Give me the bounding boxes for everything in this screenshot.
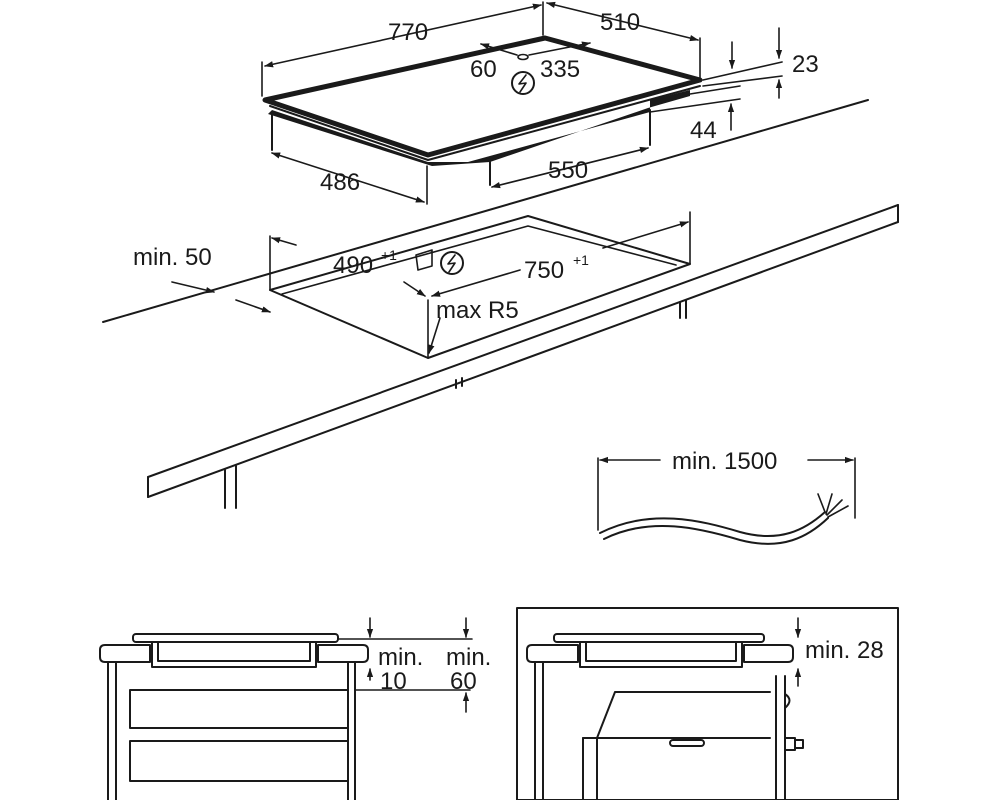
hob-height-dimension: [649, 85, 741, 131]
edge-distance-dimension: [171, 281, 271, 313]
hob-depth-label: 510: [600, 9, 640, 36]
worktop-drawing: [102, 99, 899, 509]
hob-height-label: 44: [690, 117, 717, 144]
section-oven-frame: [516, 607, 899, 800]
cutout-depth-label: 490: [333, 252, 373, 279]
worktop-cutout: [269, 215, 691, 359]
cable-offset-dimension: [480, 41, 591, 56]
cable-position-label: 335: [540, 56, 580, 83]
cable-offset-label: 60: [470, 56, 497, 83]
drawer-clearance-label: min.: [446, 644, 491, 671]
cutout-depth-dimension: [271, 237, 426, 297]
power-cable: [599, 511, 826, 537]
section-drawer-cabinet: [99, 617, 473, 800]
hob-depth-dimension: [546, 1, 701, 79]
power-cable-drawing: [597, 456, 856, 545]
hob-width-dimension: [261, 1, 544, 97]
drawer-gap-value: 10: [380, 668, 407, 695]
body-width-label: 550: [548, 157, 588, 184]
hob-body: [268, 90, 690, 166]
hob-width-label: 770: [388, 19, 428, 46]
power-connection-icon: [511, 71, 535, 95]
cutout-width-label: 750: [524, 257, 564, 284]
hob-thickness-label: 23: [792, 51, 819, 78]
section-oven-cabinet: [516, 607, 899, 800]
cable-length-label: min. 1500: [672, 448, 777, 475]
body-width-dimension: [491, 146, 649, 189]
corner-radius-label: max R5: [436, 297, 519, 324]
hob-thickness-dimension: [702, 27, 783, 99]
oven-clearance-label: min. 28: [805, 637, 884, 664]
drawer-gap-label: min.: [378, 644, 423, 671]
worktop-back-edge: [102, 99, 869, 323]
drawer-clearance-value: 60: [450, 668, 477, 695]
section-hob-top: [132, 633, 339, 643]
worktop-front-edge: [147, 204, 899, 478]
power-connection-icon: [440, 251, 464, 275]
cutout-depth-tolerance: +1: [381, 247, 397, 263]
cutout-width-tolerance: +1: [573, 252, 589, 268]
edge-distance-label: min. 50: [133, 244, 212, 271]
body-depth-dimension: [271, 152, 428, 205]
cutout-width-dimension: [431, 221, 689, 297]
body-depth-label: 486: [320, 169, 360, 196]
